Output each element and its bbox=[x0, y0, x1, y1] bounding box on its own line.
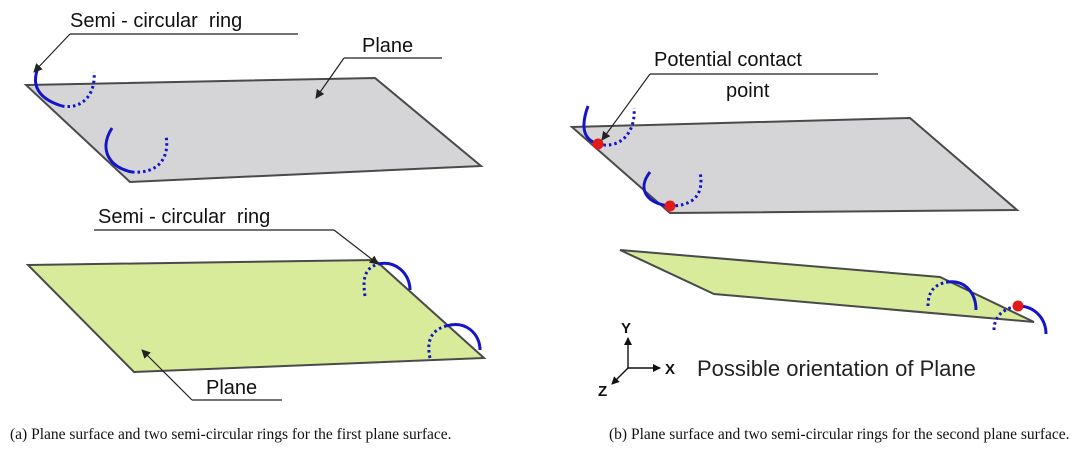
axis-label-z: Z bbox=[598, 383, 607, 400]
ring-a-bottom-upper-dotted bbox=[362, 262, 379, 297]
contact-point-b-2 bbox=[664, 200, 676, 212]
ring-b-bottom-mid-dotted bbox=[926, 280, 949, 307]
ring-a-bottom-upper-solid bbox=[377, 261, 412, 291]
axis-label-y: Y bbox=[621, 320, 631, 337]
arrow-plane-bottom bbox=[141, 349, 193, 401]
arrow-ring-bottom bbox=[333, 229, 379, 265]
label-orientation: Possible orientation of Plane bbox=[697, 356, 976, 381]
plane-b-top bbox=[569, 116, 1020, 215]
ring-b-bottom-mid-solid bbox=[947, 280, 978, 311]
arrow-ring-top bbox=[33, 33, 71, 73]
label-ring-bottom: Semi - circular ring bbox=[98, 206, 270, 228]
panel-b: Potential contact point Y X Z Possible o… bbox=[569, 49, 1048, 400]
plane-a-bottom bbox=[25, 258, 487, 374]
ring-a-top-left-solid bbox=[34, 67, 63, 108]
axis-label-x: X bbox=[665, 361, 675, 378]
plane-a-top bbox=[23, 76, 484, 184]
ring-a-top-lower-solid bbox=[104, 127, 133, 174]
arrow-plane-top bbox=[315, 57, 345, 99]
contact-point-b-3 bbox=[1012, 300, 1024, 312]
ring-a-top-left-dotted bbox=[61, 71, 96, 109]
caption-a: (a) Plane surface and two semi-circular … bbox=[10, 426, 452, 443]
plane-b-bottom bbox=[619, 249, 1035, 323]
arrow-contact bbox=[601, 73, 651, 141]
label-plane-top: Plane bbox=[362, 35, 413, 57]
caption-b: (b) Plane surface and two semi-circular … bbox=[609, 426, 1070, 443]
axes-triad: Y X Z bbox=[598, 320, 675, 400]
ring-a-top-lower-dotted bbox=[131, 135, 169, 174]
ring-a-bottom-right-solid bbox=[445, 323, 482, 351]
label-contact-line2: point bbox=[726, 80, 770, 102]
label-plane-bottom: Plane bbox=[206, 377, 257, 399]
label-contact-line1: Potential contact bbox=[654, 49, 802, 71]
contact-point-b-1 bbox=[592, 138, 604, 150]
axis-z bbox=[611, 367, 629, 385]
ring-b-top-left-dotted bbox=[597, 107, 636, 147]
ring-b-top-lower-dotted bbox=[669, 171, 703, 208]
label-ring-top: Semi - circular ring bbox=[70, 10, 242, 32]
panel-a: Semi - circular ring Plane Semi - circul… bbox=[23, 10, 487, 401]
